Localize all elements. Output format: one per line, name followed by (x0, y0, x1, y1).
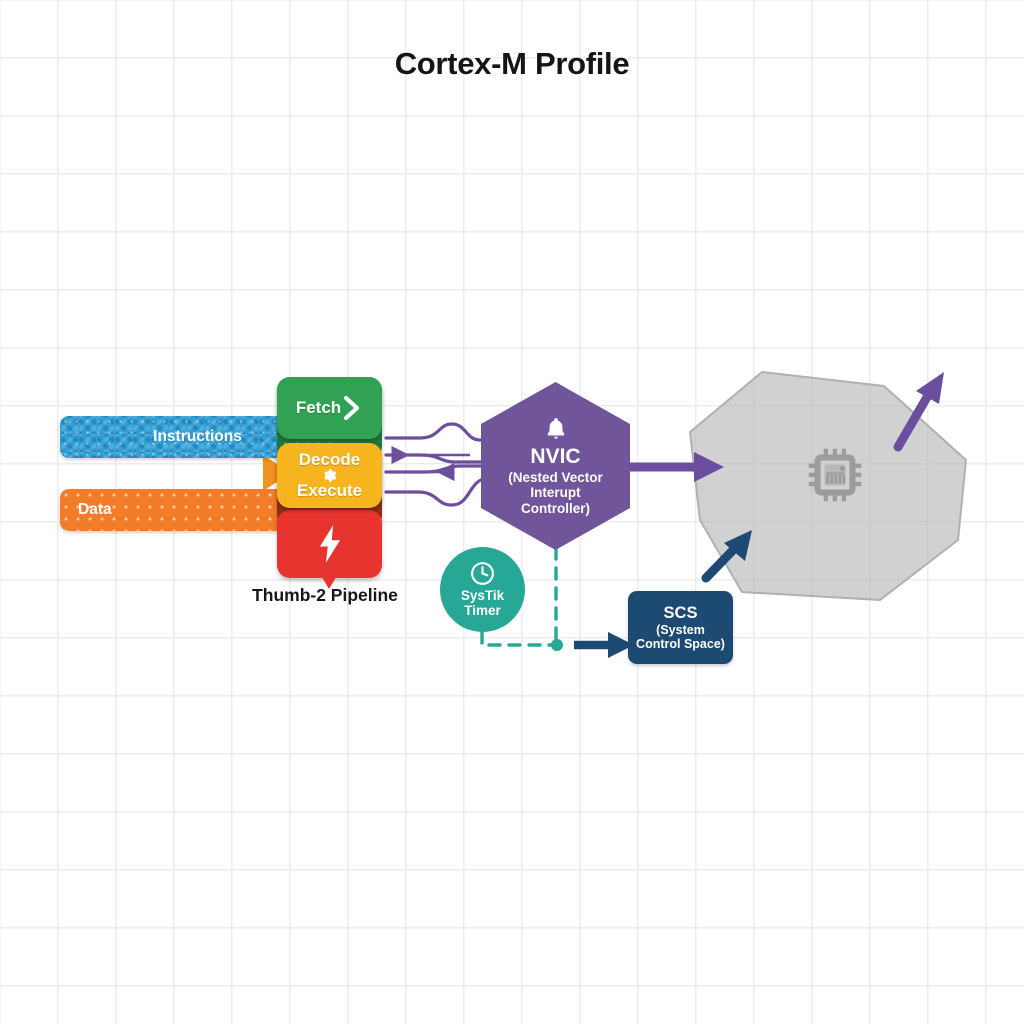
junction-dot (551, 639, 563, 651)
pipeline-card-tail (320, 574, 338, 589)
pipeline-stage-execute-label: Execute (296, 481, 363, 500)
systick-node[interactable]: SysTik Timer (440, 547, 525, 632)
systick-label-line1: SysTik (460, 588, 505, 604)
scs-title: SCS (663, 604, 698, 622)
nvic-to-core-arrow (628, 452, 724, 482)
bus-bar-data-label: Data (78, 501, 112, 518)
bell-icon (547, 418, 564, 439)
chevron-right-icon (344, 395, 360, 421)
pipeline-stage-decode-label: Decode (298, 450, 361, 470)
nvic-title: NVIC (530, 445, 581, 469)
junction-to-scs-arrow (574, 632, 634, 658)
pipeline-nvic-arrowheads (391, 445, 470, 482)
scs-subtitle-line2: Control Space) (636, 637, 725, 651)
page-title: Cortex-M Profile (394, 46, 630, 81)
core-exit-arrow (893, 372, 944, 452)
scs-node[interactable]: SCS (System Control Space) (628, 591, 733, 664)
systick-to-junction-dashed (480, 630, 558, 647)
pipeline-caption: Thumb-2 Pipeline (252, 585, 398, 605)
nvic-subtitle-line1: (Nested Vector (508, 470, 603, 486)
scs-subtitle-line1: (System (656, 623, 705, 637)
pipeline-stage-power[interactable] (277, 510, 382, 578)
nvic-subtitle-line3: Controller) (520, 500, 590, 516)
systick-label-line2: Timer (464, 603, 501, 618)
pipeline-stage-fetch-label: Fetch (295, 398, 342, 418)
bus-bar-instructions-label: Instructions (153, 428, 242, 445)
gear-icon (324, 469, 337, 482)
pipeline-stage-fetch[interactable]: Fetch (277, 377, 382, 439)
clock-icon (471, 562, 494, 586)
core-blob-shape (689, 371, 967, 601)
nvic-subtitle-line2: Interupt (530, 485, 581, 501)
scs-to-core-arrow (701, 530, 752, 583)
lightning-bolt-icon (319, 525, 340, 563)
microchip-icon (808, 448, 862, 502)
pipeline-stage-decode-execute[interactable]: Decode Execute (277, 443, 382, 508)
